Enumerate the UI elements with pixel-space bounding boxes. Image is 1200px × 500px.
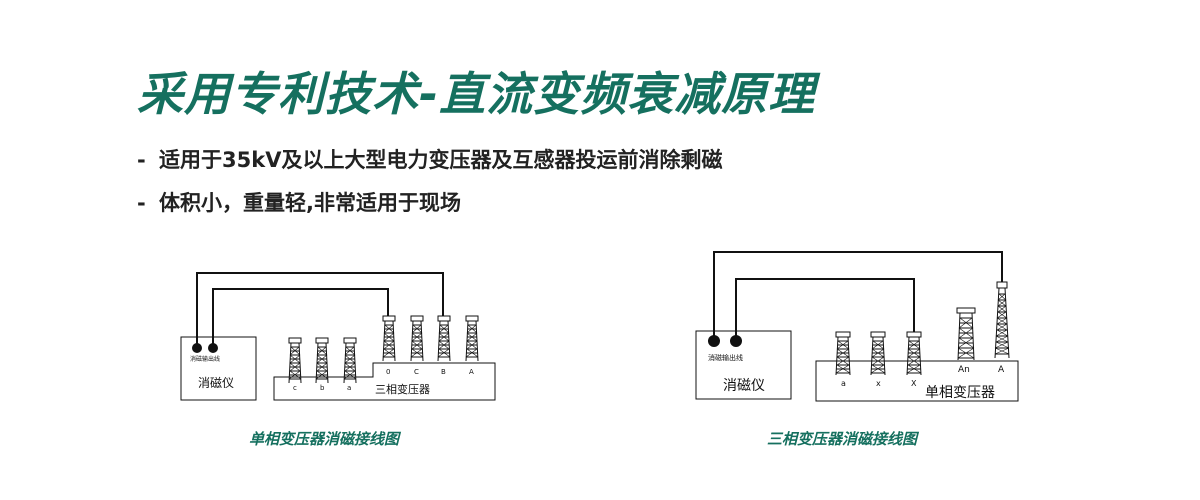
terminal-label-a: a [347, 384, 351, 392]
wire-outer [713, 251, 1003, 341]
bushing-B [437, 315, 451, 362]
bullet-dash: - [137, 191, 146, 215]
degausser-label: 消磁仪 [723, 378, 765, 394]
wiring-diagram-right: 消磁输出线 消磁仪 单相变压器 a x X An A [695, 251, 1019, 402]
terminal-label-c: c [293, 384, 297, 392]
output-line-label: 消磁输出线 [190, 355, 220, 363]
wire-inner [212, 288, 389, 348]
terminal-label-x: x [876, 379, 881, 388]
terminal-label-C: C [414, 368, 419, 376]
bushing-b [315, 337, 329, 384]
diagram-caption-right: 三相变压器消磁接线图 [767, 430, 918, 448]
wire-outer [196, 272, 444, 348]
bushing-c [288, 337, 302, 384]
bullet-text: 体积小，重量轻,非常适用于现场 [159, 191, 461, 215]
bullet-item-1: -适用于35kV及以上大型电力变压器及互感器投运前消除剩磁 [137, 144, 722, 174]
transformer-body [273, 362, 496, 401]
bushing-X [906, 331, 922, 376]
page-title: 采用专利技术-直流变频衰减原理 [137, 67, 816, 121]
bushing-A [465, 315, 479, 362]
bullet-dash: - [137, 148, 146, 172]
bushing-A [994, 281, 1010, 359]
wire-inner [735, 278, 915, 341]
bushing-C [410, 315, 424, 362]
bushing-x [870, 331, 886, 376]
bushing-a [835, 331, 851, 376]
transformer-label: 单相变压器 [925, 385, 995, 401]
terminal-label-X: X [911, 379, 917, 388]
bushing-An [956, 307, 976, 361]
terminal-label-B: B [441, 368, 446, 376]
wiring-diagram-left: 消磁输出线 消磁仪 三相变压器 c b a 0 C B A [180, 272, 496, 401]
transformer-label: 三相变压器 [375, 382, 430, 396]
bushing-0 [382, 315, 396, 362]
terminal-label-A: A [998, 365, 1005, 375]
bushing-a [343, 337, 357, 384]
terminal-label-b: b [320, 384, 325, 392]
terminal-label-A: A [469, 368, 474, 376]
bullet-item-2: -体积小，重量轻,非常适用于现场 [137, 187, 461, 217]
terminal-label-An: An [958, 365, 970, 375]
diagram-caption-left: 单相变压器消磁接线图 [249, 430, 400, 448]
terminal-label-a: a [841, 379, 846, 388]
terminal-label-0: 0 [386, 368, 390, 376]
degausser-label: 消磁仪 [198, 375, 234, 390]
output-line-label: 消磁输出线 [708, 353, 743, 362]
bullet-text: 适用于35kV及以上大型电力变压器及互感器投运前消除剩磁 [159, 148, 723, 172]
